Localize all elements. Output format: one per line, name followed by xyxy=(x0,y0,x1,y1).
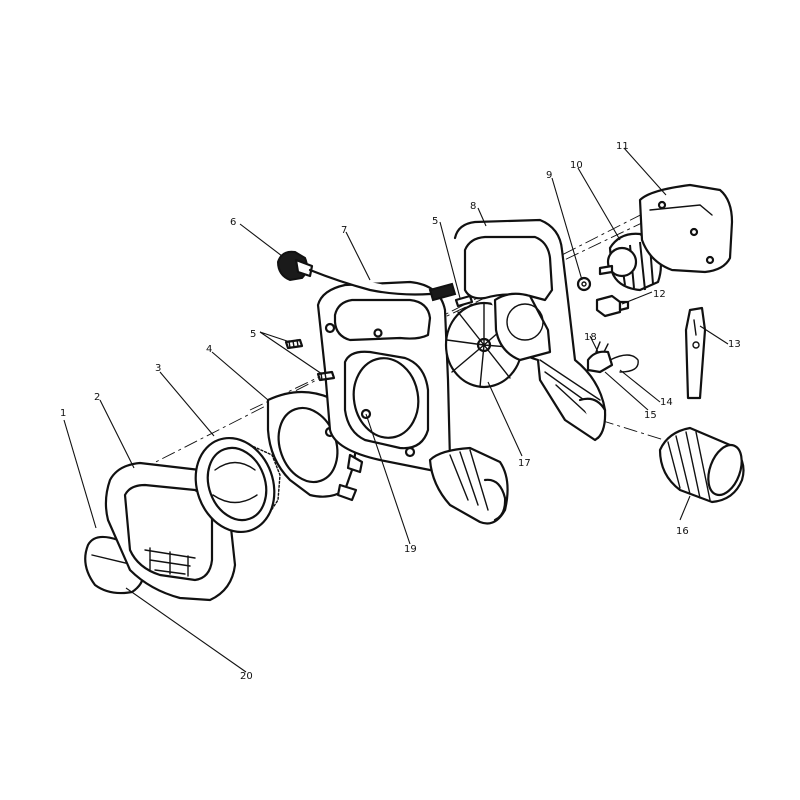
callout-6: 6 xyxy=(230,217,236,228)
callout-1: 1 xyxy=(60,408,66,419)
callout-17: 17 xyxy=(518,458,531,469)
callout-18: 18 xyxy=(584,332,597,343)
part-16-filter xyxy=(658,426,745,504)
callout-5b: 5 xyxy=(432,216,438,227)
callout-15: 15 xyxy=(644,410,657,421)
callout-2: 2 xyxy=(94,392,100,403)
callout-20: 20 xyxy=(240,671,253,682)
part-11-motor-cover xyxy=(638,183,734,274)
callout-19: 19 xyxy=(404,544,417,555)
callout-11: 11 xyxy=(616,141,629,152)
callout-12: 12 xyxy=(653,289,666,300)
part-13-cord-clip xyxy=(684,306,707,400)
part-8-rear-housing xyxy=(453,218,607,442)
callout-9: 9 xyxy=(546,170,552,181)
callout-16: 16 xyxy=(676,526,689,537)
callout-14: 14 xyxy=(660,397,673,408)
callout-4: 4 xyxy=(206,344,212,355)
part-6-power-cord xyxy=(276,250,457,302)
part-7-main-housing xyxy=(316,280,509,525)
callout-13: 13 xyxy=(728,339,741,350)
callout-3: 3 xyxy=(155,363,161,374)
callout-7: 7 xyxy=(341,225,347,236)
callout-5a: 5 xyxy=(250,329,256,340)
callout-labels: 1 2 3 4 5 5 6 7 8 9 10 11 12 13 14 15 16… xyxy=(60,141,741,682)
part-3-inlet-ring xyxy=(194,436,281,534)
callout-8: 8 xyxy=(470,201,476,212)
part-12-switch xyxy=(595,294,630,318)
part-9-washer xyxy=(576,276,592,292)
callout-10: 10 xyxy=(570,160,583,171)
part-5-screws xyxy=(284,294,474,382)
leader-lines xyxy=(63,147,729,673)
